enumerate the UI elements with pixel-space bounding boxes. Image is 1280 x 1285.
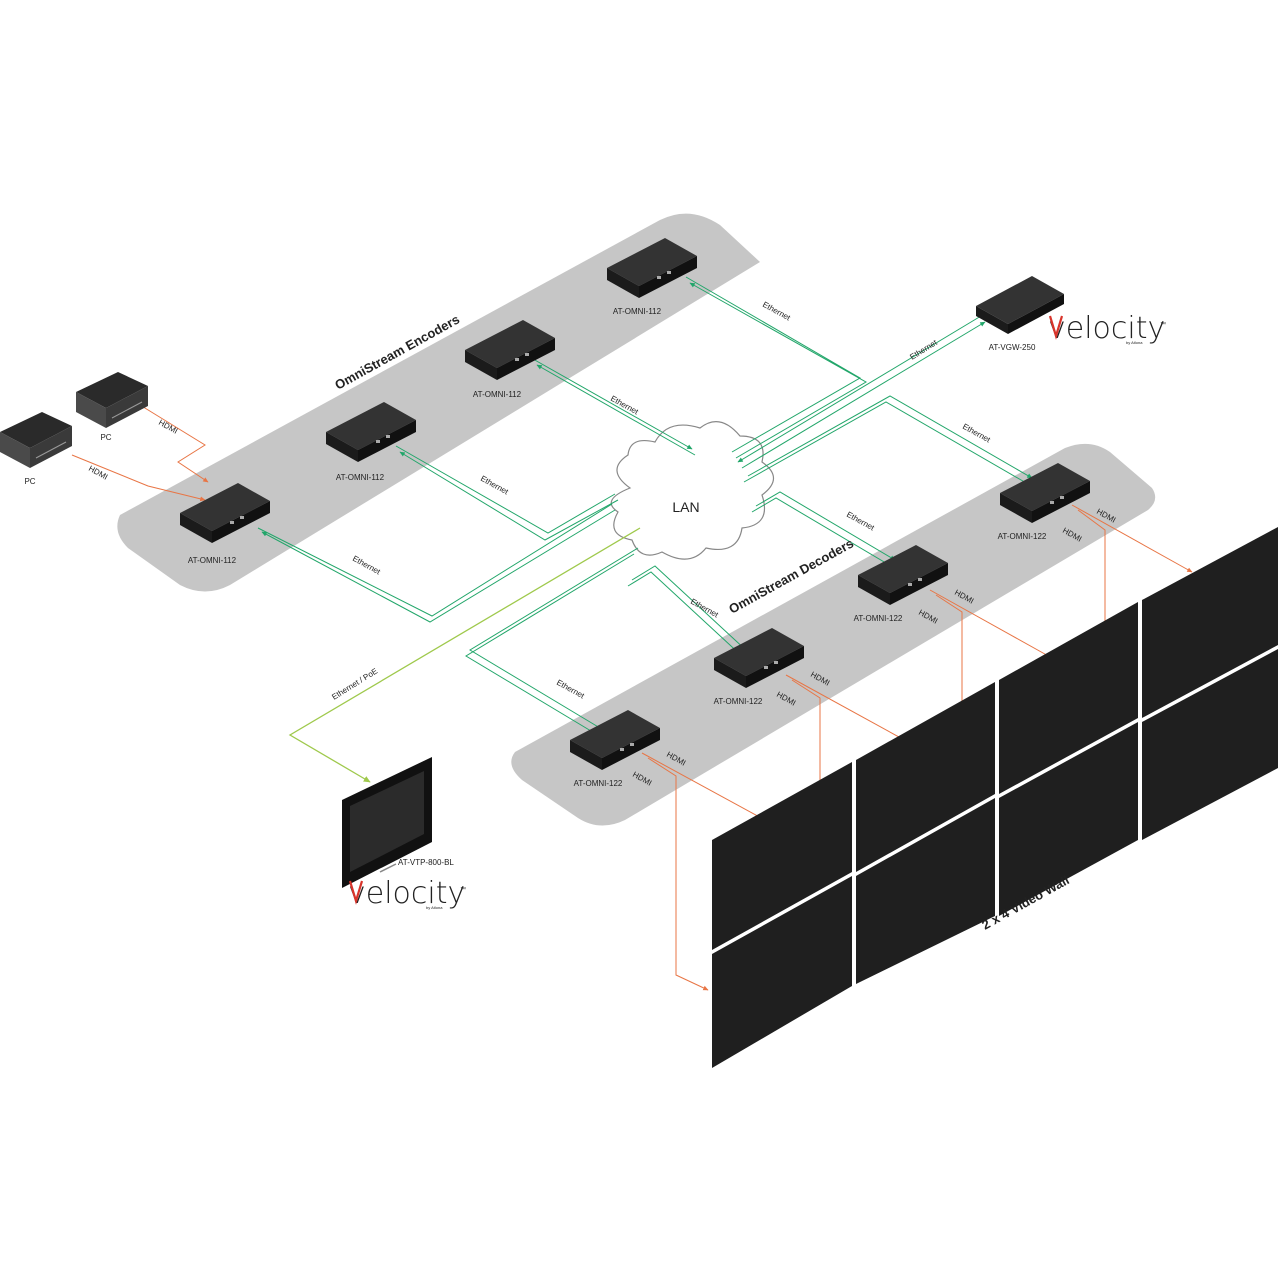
encoder-label: AT-OMNI-112 [613, 307, 662, 316]
decoder-icon [570, 710, 660, 770]
decoder-icon [714, 628, 804, 688]
velocity-logo-top: velocity ™ by Atlona [1048, 311, 1166, 346]
wall-screen [1142, 527, 1278, 718]
eth-link-dec3 [751, 491, 895, 567]
encoder-4: AT-OMNI-112 [607, 238, 697, 316]
ethernet-label: Ethernet [961, 422, 992, 445]
encoder-icon [326, 402, 416, 462]
pc-label: PC [100, 433, 111, 442]
eth-link-dec4 [743, 395, 1032, 485]
wall-screen [856, 798, 995, 984]
wall-screen [856, 682, 995, 872]
pc-label: PC [24, 477, 35, 486]
decoders-platform [511, 443, 1156, 826]
eth-link-enc2 [396, 445, 619, 541]
encoders-platform [117, 213, 761, 592]
eth-link-enc3 [533, 358, 695, 456]
pc-1: PC [0, 412, 72, 486]
decoder-label: AT-OMNI-122 [854, 614, 903, 623]
encoder-label: AT-OMNI-112 [473, 390, 522, 399]
hdmi-label: HDMI [87, 464, 109, 482]
decoder-icon [858, 545, 948, 605]
velocity-v-icon [348, 880, 364, 905]
pc-icon [0, 412, 72, 468]
decoder-3: AT-OMNI-122 [854, 545, 948, 623]
eth-link-enc1 [258, 503, 616, 623]
touch-panel-label: AT-VTP-800-BL [398, 858, 454, 867]
video-wall [712, 527, 1278, 1068]
ethernet-label: Ethernet [689, 597, 720, 620]
velocity-logo-text: velocity [1048, 311, 1165, 346]
logo-byline: by Atlona [426, 905, 443, 910]
gateway-icon [976, 276, 1064, 334]
encoder-icon [465, 320, 555, 380]
pc-icon [76, 372, 148, 428]
eth-link-dec1 [465, 547, 639, 741]
decoder-label: AT-OMNI-122 [574, 779, 623, 788]
decoder-4: AT-OMNI-122 [998, 463, 1090, 541]
trademark: ™ [1160, 321, 1166, 328]
logo-byline: by Atlona [1126, 340, 1143, 345]
decoder-1: AT-OMNI-122 [570, 710, 660, 788]
hdmi-wall-links [641, 504, 1193, 991]
velocity-v-icon [1048, 315, 1064, 340]
velocity-logo-bottom: velocity ™ by Atlona [348, 876, 466, 911]
touch-panel: AT-VTP-800-BL [342, 757, 454, 888]
ethernet-label: Ethernet [908, 338, 939, 362]
encoder-label: AT-OMNI-112 [336, 473, 385, 482]
decoder-label: AT-OMNI-122 [998, 532, 1047, 541]
decoder-icon [1000, 463, 1090, 523]
ethernet-label: Ethernet [351, 554, 382, 577]
ethernet-label: Ethernet [761, 300, 792, 323]
trademark: ™ [460, 886, 466, 893]
poe-link [288, 527, 641, 783]
ethernet-label: Ethernet [845, 510, 876, 533]
wall-screen [712, 876, 852, 1068]
wall-screen [999, 722, 1138, 916]
encoder-1: AT-OMNI-112 [180, 483, 270, 565]
ethernet-label: Ethernet [479, 474, 510, 497]
gateway-label: AT-VGW-250 [989, 343, 1036, 352]
hdmi-label: HDMI [157, 418, 179, 436]
encoder-icon [180, 483, 270, 543]
ethernet-label: Ethernet [609, 394, 640, 417]
wall-screen [1142, 649, 1278, 840]
wall-screen [999, 602, 1138, 794]
gateway: AT-VGW-250 [976, 276, 1064, 352]
ethernet-label: Ethernet [555, 678, 586, 701]
lan-label: LAN [672, 499, 699, 515]
encoder-2: AT-OMNI-112 [326, 402, 416, 482]
eth-link-gateway [738, 315, 985, 469]
pc-2: PC [76, 372, 148, 442]
decoder-2: AT-OMNI-122 [714, 628, 804, 706]
ethernet-links [258, 276, 1032, 741]
encoder-icon [607, 238, 697, 298]
encoder-3: AT-OMNI-112 [465, 320, 555, 399]
touch-panel-icon [342, 757, 432, 888]
hdmi-source-links [71, 404, 209, 502]
wall-screen [712, 762, 852, 950]
velocity-logo-text: velocity [348, 876, 465, 911]
encoder-label: AT-OMNI-112 [188, 556, 237, 565]
decoder-label: AT-OMNI-122 [714, 697, 763, 706]
eth-link-dec2 [627, 565, 748, 659]
